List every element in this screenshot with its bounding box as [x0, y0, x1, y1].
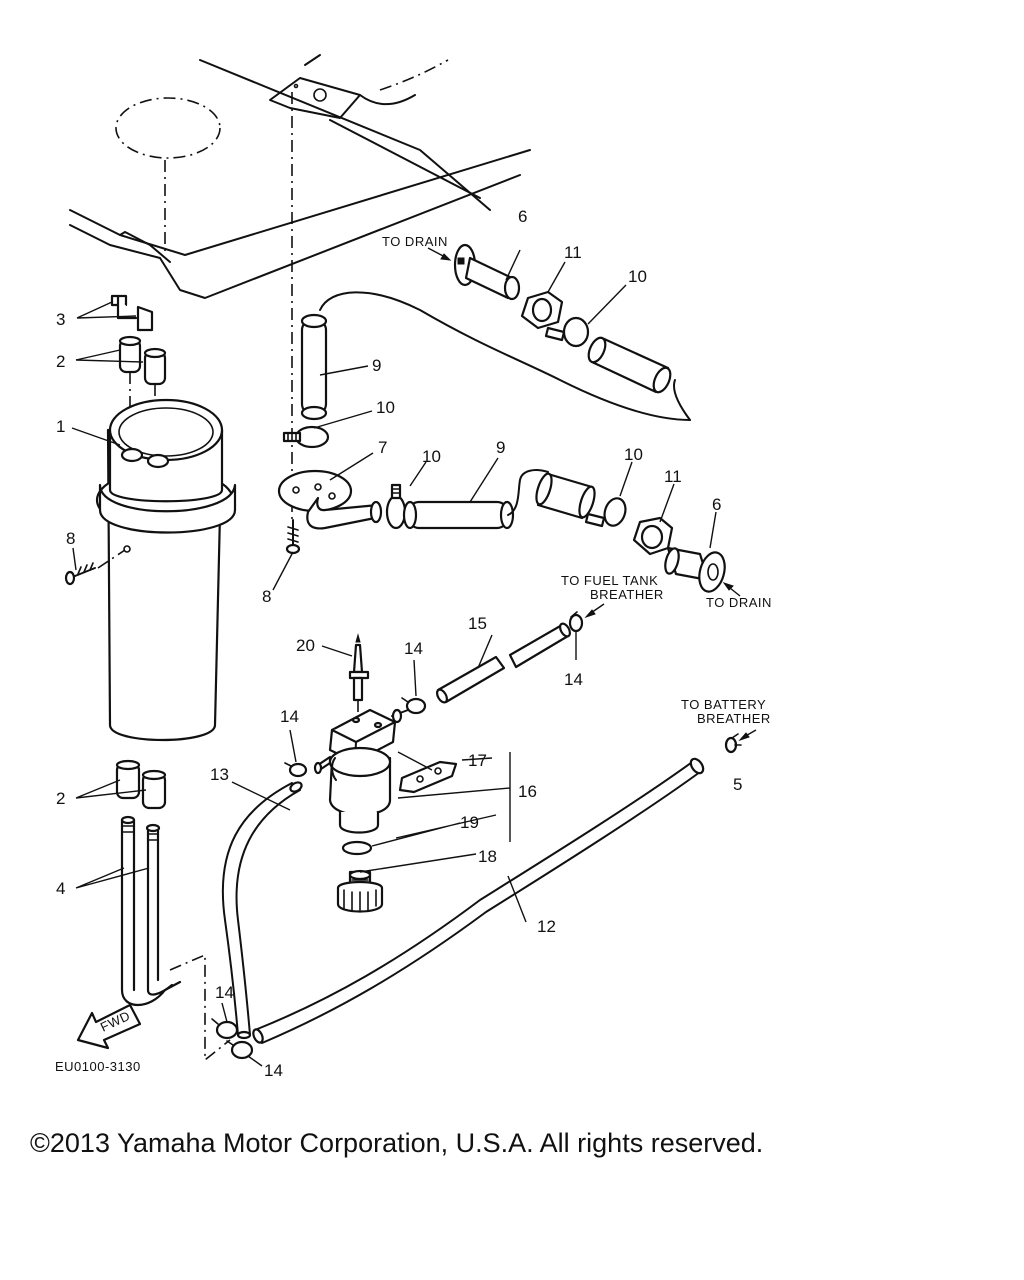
tank-opening-outline	[115, 97, 221, 159]
bracket-17	[398, 760, 458, 794]
hose-upper-right	[587, 336, 672, 394]
fuel-filter-16	[313, 708, 397, 834]
tube-15	[435, 622, 572, 704]
callout-14-upper-right: 14	[564, 670, 583, 689]
callout-1: 1	[56, 417, 65, 436]
note-battery-1: TO BATTERY	[681, 697, 766, 712]
hose-13	[221, 781, 303, 1040]
callout-11-upper: 11	[564, 243, 582, 262]
note-fuel-tank-1: TO FUEL TANK	[561, 573, 658, 588]
hose-4	[120, 815, 182, 1006]
callout-14-filter: 14	[404, 639, 423, 658]
elbow-fitting-3	[110, 294, 154, 332]
callout-15: 15	[468, 614, 487, 633]
diagram-code: EU0100-3130	[55, 1059, 141, 1074]
callout-14-bottom-a: 14	[215, 983, 234, 1002]
clamp-14-hose-top	[284, 762, 308, 778]
nut-11-upper	[520, 290, 564, 330]
fwd-arrow: FWD	[76, 1003, 142, 1050]
callout-6-lower: 6	[712, 495, 721, 514]
callout-13: 13	[210, 765, 229, 784]
callout-2-top: 2	[56, 352, 65, 371]
clamp-10-upper	[282, 425, 330, 449]
note-to-drain-top: TO DRAIN	[382, 234, 448, 249]
note-fuel-tank-2: BREATHER	[590, 587, 664, 602]
note-to-drain-right: TO DRAIN	[706, 595, 772, 610]
callout-16: 16	[518, 782, 537, 801]
exploded-view: FWD	[55, 54, 772, 1080]
cap-18	[336, 869, 384, 913]
callout-2-bottom: 2	[56, 789, 65, 808]
drain-fitting-6-upper	[453, 243, 521, 301]
callout-8-left: 8	[66, 529, 75, 548]
leader-lines	[71, 249, 717, 1067]
callout-8-mid: 8	[262, 587, 271, 606]
copyright-text: ©2013 Yamaha Motor Corporation, U.S.A. A…	[30, 1128, 764, 1158]
fitting-7	[277, 469, 383, 530]
hose-12	[252, 757, 705, 1044]
screw-8-left	[64, 562, 96, 586]
hose-9-lower	[402, 500, 515, 530]
callout-labels: 3 2 1 8 8 9 10 7 10 9 6 11 10 10 11 6 20…	[56, 207, 742, 1080]
clamp-10-right-lower	[584, 497, 627, 528]
hose-short-right	[535, 472, 596, 520]
clamp-10-middle	[385, 483, 407, 530]
drain-fitting-6-lower	[664, 546, 726, 593]
clamp-14-bottom	[211, 1018, 254, 1060]
canister-1	[95, 398, 237, 742]
callout-19: 19	[460, 813, 479, 832]
callout-3: 3	[56, 310, 65, 329]
note-battery-2: BREATHER	[697, 711, 771, 726]
callout-20: 20	[296, 636, 315, 655]
callout-9-lower: 9	[496, 438, 505, 457]
callout-5: 5	[733, 775, 742, 794]
callout-11-lower: 11	[664, 467, 682, 486]
callout-9-upper: 9	[372, 356, 381, 375]
grommet-2-bottom	[115, 759, 167, 810]
callout-7: 7	[378, 438, 387, 457]
callout-12: 12	[537, 917, 556, 936]
grommet-2-top	[118, 335, 167, 386]
callout-10-upper-right: 10	[628, 267, 647, 286]
clip-5	[724, 733, 742, 754]
callout-14-bottom-b: 14	[264, 1061, 283, 1080]
callout-10-right-lower: 10	[624, 445, 643, 464]
pin-20	[348, 633, 370, 702]
callout-14-hose-top: 14	[280, 707, 299, 726]
callout-17: 17	[468, 751, 487, 770]
clamp-10-upper-right	[544, 316, 590, 348]
nut-11-lower	[632, 516, 674, 556]
routing-notes: TO DRAIN TO DRAIN TO FUEL TANK BREATHER …	[382, 234, 772, 726]
callout-4: 4	[56, 879, 65, 898]
hull-outline	[69, 54, 531, 299]
clamp-14-filter-top	[401, 697, 427, 715]
o-ring-19	[341, 840, 373, 856]
callout-6-upper: 6	[518, 207, 527, 226]
screw-8-mid	[285, 519, 301, 555]
callout-10-middle: 10	[422, 447, 441, 466]
clamp-14-upper-right	[568, 611, 584, 633]
callout-10-upper: 10	[376, 398, 395, 417]
hose-9-upper	[300, 313, 328, 421]
callout-18: 18	[478, 847, 497, 866]
